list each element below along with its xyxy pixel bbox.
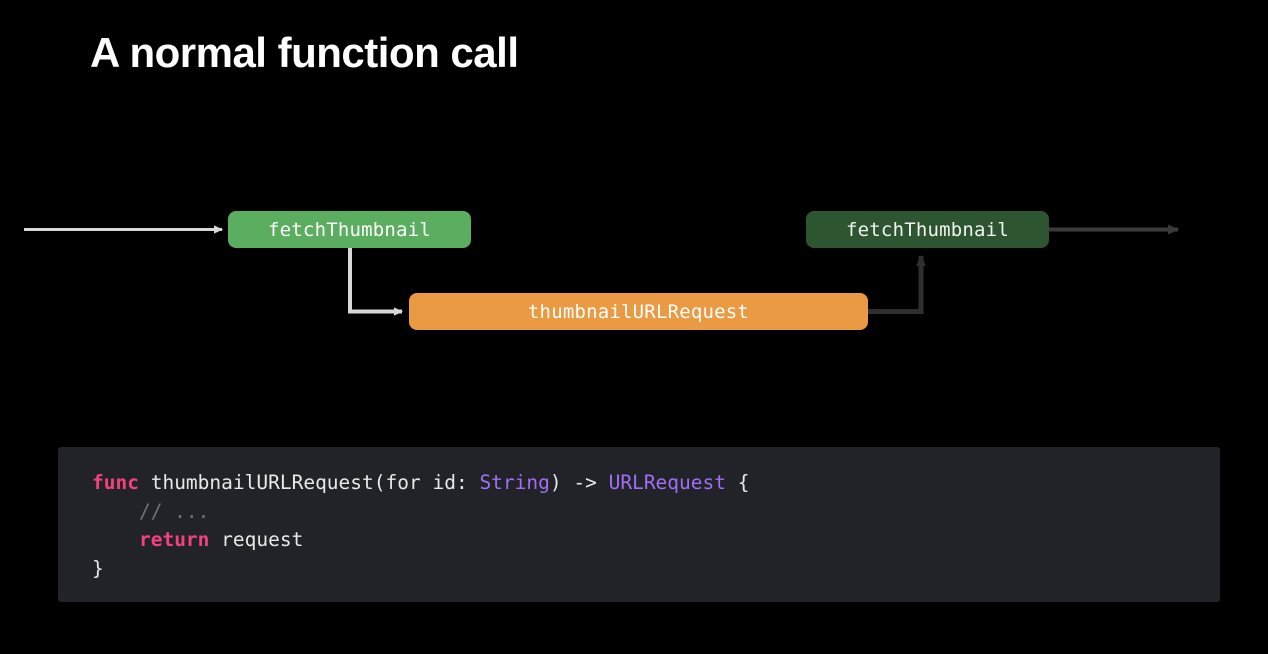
code-token: func <box>92 471 139 494</box>
code-content: func thumbnailURLRequest(for id: String)… <box>92 469 749 583</box>
node-label: fetchThumbnail <box>846 218 1009 241</box>
code-token: URLRequest <box>608 471 726 494</box>
page-title: A normal function call <box>90 29 519 76</box>
code-line: return request <box>92 526 749 555</box>
code-token: request <box>209 528 304 551</box>
node-fetch-thumbnail-resumed[interactable]: fetchThumbnail <box>806 211 1049 248</box>
code-line: // ... <box>92 498 749 527</box>
return-arrow <box>868 255 926 314</box>
code-token: ) -> <box>549 471 609 494</box>
node-label: fetchThumbnail <box>268 218 431 241</box>
call-flow-diagram: fetchThumbnail thumbnailURLRequest fetch… <box>24 211 1179 330</box>
code-token: // ... <box>92 499 210 523</box>
code-token: return <box>138 528 210 551</box>
code-token: { <box>726 471 750 494</box>
code-token: } <box>92 556 104 580</box>
code-token: String <box>479 471 550 494</box>
code-block: func thumbnailURLRequest(for id: String)… <box>58 447 1220 602</box>
code-line: } <box>92 555 749 584</box>
diagram-connectors <box>24 224 1179 316</box>
node-thumbnail-url-request[interactable]: thumbnailURLRequest <box>409 293 868 330</box>
call-arrow <box>348 248 403 316</box>
code-token <box>92 528 139 551</box>
code-line: func thumbnailURLRequest(for id: String)… <box>92 469 749 498</box>
node-fetch-thumbnail-active[interactable]: fetchThumbnail <box>228 211 471 248</box>
node-label: thumbnailURLRequest <box>527 300 750 323</box>
code-token: thumbnailURLRequest(for id: <box>138 471 480 494</box>
